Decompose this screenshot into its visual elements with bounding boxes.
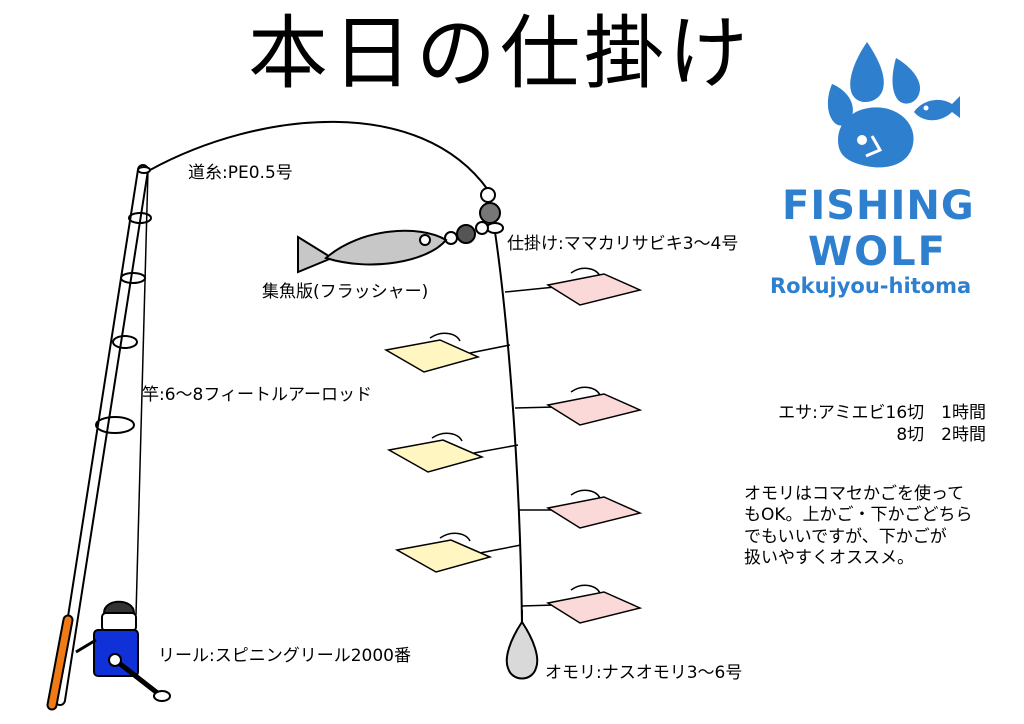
rod-guide (95, 416, 135, 434)
rig-label: 仕掛け:ママカリサビキ3～4号 (507, 234, 739, 254)
flasher-fish (297, 229, 448, 274)
logo-name-line2: WOLF (808, 229, 947, 275)
rod-guide (128, 212, 152, 224)
rod-guide (120, 272, 146, 284)
reel-label: リール:スピニングリール2000番 (158, 646, 411, 666)
rig-trunk (494, 231, 523, 626)
wolf-paw-fish-icon (827, 42, 960, 168)
rod-tip-guide (137, 166, 151, 174)
sabiki-lures (383, 267, 643, 624)
rod-label: 竿:6～8フィートルアーロッド (142, 385, 372, 405)
sinker (505, 610, 539, 680)
page-title: 本日の仕掛け (248, 7, 752, 100)
main-line (149, 120, 489, 191)
logo-name-line1: FISHING (782, 183, 975, 229)
sinker-tip-note: オモリはコマセかごを使って もOK。上かご・下かごどちら でもいいですが、下かご… (744, 484, 973, 568)
reel (75, 600, 171, 702)
bait-line-1: エサ:アミエビ16切 1時間 (778, 403, 986, 423)
bait-line-2: 8切 2時間 (896, 425, 986, 445)
reel-body (93, 629, 139, 677)
swivel-beads (444, 187, 504, 245)
rod (46, 164, 152, 711)
line-label: 道糸:PE0.5号 (188, 163, 293, 183)
rod-guide (112, 335, 138, 349)
sinker-label: オモリ:ナスオモリ3～6号 (545, 663, 743, 683)
logo-subtitle: Rokujyou-hitoma (770, 274, 972, 298)
flasher-label: 集魚版(フラッシャー) (262, 282, 429, 302)
rod-line (135, 169, 149, 616)
rod-handle (48, 616, 72, 709)
